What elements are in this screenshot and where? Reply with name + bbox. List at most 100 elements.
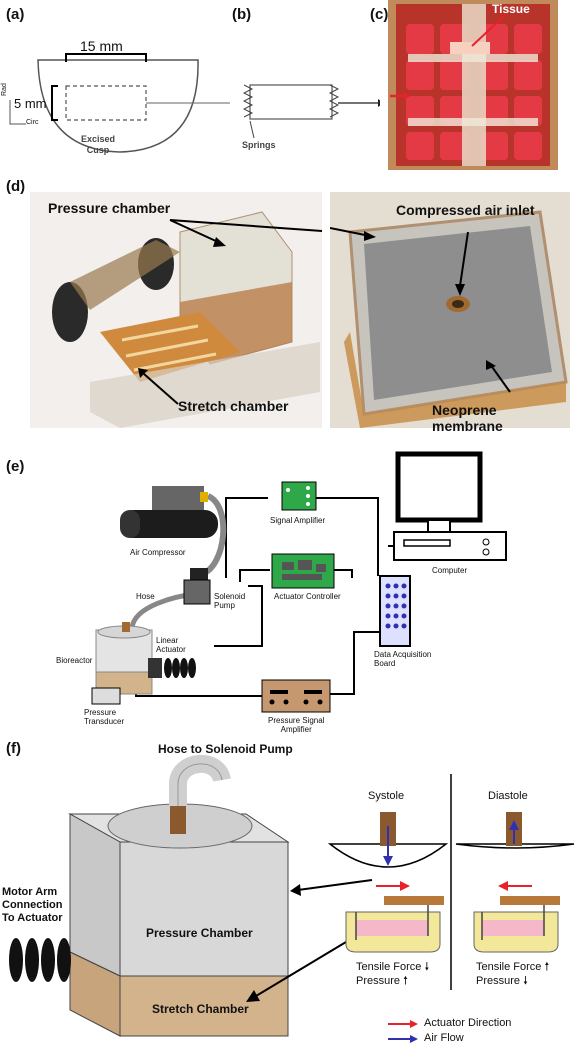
computer-monitor — [395, 451, 483, 523]
diastole-tensile-label: Tensile Force — [476, 961, 542, 973]
motor-label-line3: To Actuator — [2, 912, 63, 924]
solenoid-pump-label: Solenoid Pump — [214, 592, 245, 610]
pressure-amplifier — [261, 679, 331, 713]
left-spring — [242, 84, 254, 118]
stretch-pointer-arrow — [255, 935, 357, 997]
daq-label-line1: Data Acquisition — [374, 650, 432, 659]
actuator-controller-label: Actuator Controller — [274, 592, 341, 601]
chamber-operation-diagram — [9, 755, 575, 1043]
linear-actuator-label: Linear Actuator — [156, 636, 186, 654]
stretch-grid — [121, 324, 217, 372]
panel-a-label: (a) — [6, 6, 25, 23]
linear-label-line2: Actuator — [156, 645, 186, 654]
panel-d-right-photo: Compressed air inlet Neoprene membrane — [329, 192, 570, 434]
bioreactor-photo — [30, 192, 322, 428]
panel-d-left-photo: Pressure chamber Stretch chamber — [30, 192, 322, 428]
diastole-label: Diastole — [488, 790, 528, 802]
diastole-tissue — [482, 920, 544, 936]
panel-c: Tissue — [388, 0, 558, 170]
signal-amplifier-label: Signal Amplifier — [270, 516, 326, 525]
pressure-chamber-label: Pressure Chamber — [146, 926, 253, 940]
top-crossbar — [408, 54, 538, 62]
d-left-arrows — [138, 219, 322, 405]
excised-label-line1: Excised — [80, 134, 116, 144]
compressor-tank — [120, 510, 218, 538]
system-schematic — [91, 451, 507, 713]
neoprene-membrane-area — [364, 226, 552, 400]
b-to-c-arrowhead — [378, 99, 384, 107]
legend-actuator-label: Actuator Direction — [424, 1017, 512, 1029]
right-spring — [328, 84, 340, 118]
arrow-up-icon: 🠕 — [403, 975, 408, 987]
cusp-outline — [37, 59, 199, 153]
arrow-up-icon: 🠕 — [544, 961, 550, 973]
solenoid-top — [190, 568, 208, 582]
d-pressure-chamber-label: Pressure chamber — [48, 200, 171, 216]
springs-leader — [249, 120, 255, 139]
motor-label-line1: Motor Arm — [2, 886, 58, 898]
computer-label: Computer — [432, 566, 468, 575]
rad-axis-label: Rad — [1, 83, 8, 96]
panel-b: (b) Springs — [230, 0, 384, 170]
linear-actuator — [148, 658, 162, 678]
panel-f: Hose to Solenoid Pump Systole Diastole P… — [0, 740, 579, 1050]
membrane-arrow — [489, 363, 511, 393]
motor-arm-label: Motor Arm Connection To Actuator — [2, 886, 63, 925]
pressure-chamber-front — [119, 841, 289, 977]
systole-label: Systole — [368, 790, 405, 802]
panel-b-label: (b) — [232, 6, 252, 23]
width-bracket — [65, 53, 147, 62]
legend-airflow-label: Air Flow — [424, 1032, 464, 1044]
solenoid-label-line2: Pump — [214, 601, 235, 610]
excised-cusp-diagram — [9, 53, 230, 153]
systole-actuator-bar — [384, 896, 444, 905]
panel-c-label: (c) — [370, 6, 389, 23]
solenoid-label-line1: Solenoid — [214, 592, 246, 601]
arrow-down-icon: 🠗 — [523, 975, 528, 987]
pressure-amp-label-line1: Pressure Signal — [268, 716, 325, 725]
stretch-chamber-label: Stretch Chamber — [152, 1002, 249, 1016]
diastole-pressure-label: Pressure — [476, 975, 521, 987]
tissue-pointer — [471, 13, 507, 47]
systole-tissue — [356, 920, 428, 936]
bottom-crossbar — [408, 118, 538, 126]
membrane-photo — [329, 192, 570, 428]
daq-label: Data Acquisition Board — [374, 650, 431, 668]
pressure-amplifier-label: Pressure Signal Amplifier — [268, 716, 324, 734]
systole-tensile-label: Tensile Force — [356, 961, 422, 973]
excised-label: Excised Cusp — [80, 134, 116, 156]
tissue-label: Tissue — [492, 2, 530, 16]
stretch-chamber-side — [69, 951, 121, 1037]
acrylic-base — [90, 342, 320, 428]
springs-label: Springs — [242, 140, 276, 150]
height-bracket — [51, 85, 58, 121]
systole-pressure-label: Pressure — [356, 975, 401, 987]
systole-effects: Tensile Force 🠗 Pressure 🠕 — [356, 960, 429, 988]
pressure-transducer — [91, 687, 121, 705]
tissue-strip — [249, 84, 333, 120]
stretch-chamber-front — [119, 975, 289, 1037]
bioreactor-label: Bioreactor — [56, 656, 93, 665]
axis-lines — [9, 100, 26, 125]
motor-arm-discs — [9, 938, 71, 982]
solenoid-pump — [183, 579, 211, 605]
springs-diagram — [242, 84, 384, 139]
transducer-label-line2: Transducer — [84, 717, 125, 726]
lid-edge — [344, 332, 566, 428]
air-compressor-label: Air Compressor — [130, 548, 186, 557]
hose-fitting — [170, 806, 186, 834]
hose-title: Hose to Solenoid Pump — [158, 742, 293, 756]
signal-amplifier-board — [281, 481, 317, 511]
transducer-label-line1: Pressure — [84, 708, 117, 717]
pressure-chamber-side — [69, 813, 121, 977]
tissue-sample — [450, 42, 490, 54]
side-arrowhead — [404, 92, 410, 100]
height-dim-label: 5 mm — [14, 96, 47, 111]
excised-label-line2: Cusp — [86, 145, 110, 155]
motor-arm — [70, 240, 180, 310]
circ-axis-label: Circ — [26, 119, 39, 126]
center-bar — [462, 4, 486, 166]
d-stretch-chamber-label: Stretch chamber — [178, 398, 289, 414]
motor-wheel-1 — [52, 282, 88, 342]
excised-region — [65, 85, 147, 121]
